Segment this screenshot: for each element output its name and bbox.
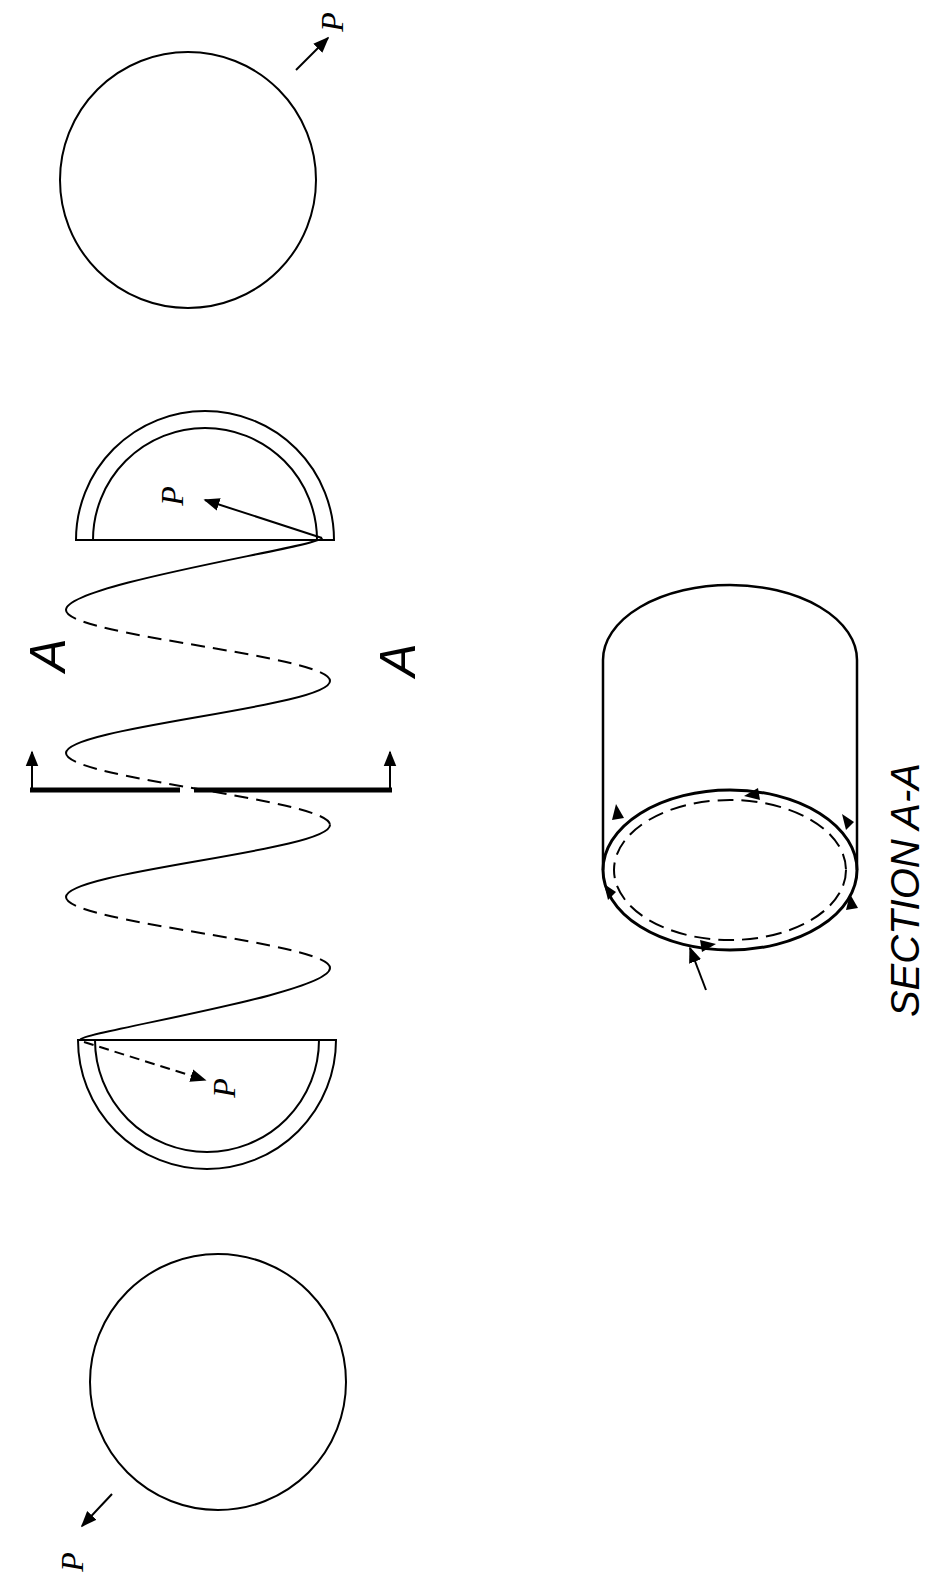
end-cap-inner (93, 428, 317, 540)
load-label: P (56, 1552, 88, 1572)
load-label: P (156, 486, 188, 506)
spring-coil (66, 681, 330, 753)
section-arrow (31, 752, 33, 790)
spring-coil (66, 538, 322, 610)
spring-coil (66, 610, 330, 681)
load-label: P (208, 1078, 240, 1098)
load-arrow (296, 38, 328, 70)
load-arrow (82, 1494, 112, 1526)
load-arrow (205, 500, 322, 538)
end-view-circle (60, 52, 316, 308)
section-line (30, 788, 180, 793)
end-cap (78, 1040, 336, 1169)
section-letter: A (373, 643, 423, 676)
spring-coil (66, 897, 330, 968)
spring-coil (80, 968, 330, 1040)
cylinder-face (603, 790, 857, 950)
cylinder-body (603, 585, 857, 870)
section-arrow (389, 752, 391, 790)
load-arrow (84, 1042, 205, 1080)
load-label: P (316, 12, 348, 32)
spring-coil (66, 825, 330, 897)
shear-flow (614, 800, 846, 940)
end-view-circle (90, 1254, 346, 1510)
shear-arrow (690, 948, 706, 990)
end-cap (76, 411, 334, 540)
end-cap-inner (95, 1040, 319, 1152)
section-line (194, 788, 392, 793)
section-letter: A (23, 638, 73, 671)
section-title: SECTION A-A (885, 763, 925, 1017)
shear-arrowheads (604, 788, 858, 952)
